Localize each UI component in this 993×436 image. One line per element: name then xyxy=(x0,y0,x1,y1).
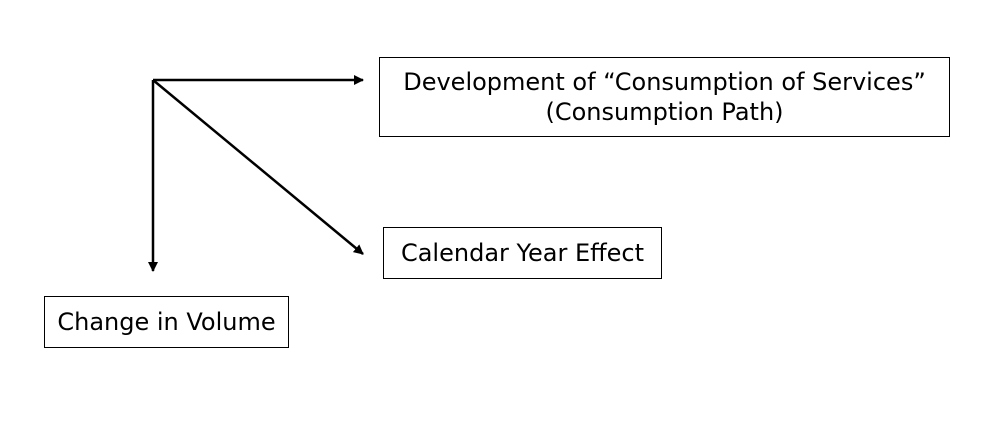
volume-label: Change in Volume xyxy=(57,308,276,336)
volume-box: Change in Volume xyxy=(44,296,289,348)
calendar-year-box: Calendar Year Effect xyxy=(383,227,662,279)
development-box-line1: Development of “Consumption of Services” xyxy=(403,68,926,96)
calendar-year-label: Calendar Year Effect xyxy=(400,239,645,267)
arrow-to-calendar-year xyxy=(152,79,364,255)
development-box: Development of “Consumption of Services”… xyxy=(379,57,950,137)
development-box-line2: (Consumption Path) xyxy=(545,98,784,126)
